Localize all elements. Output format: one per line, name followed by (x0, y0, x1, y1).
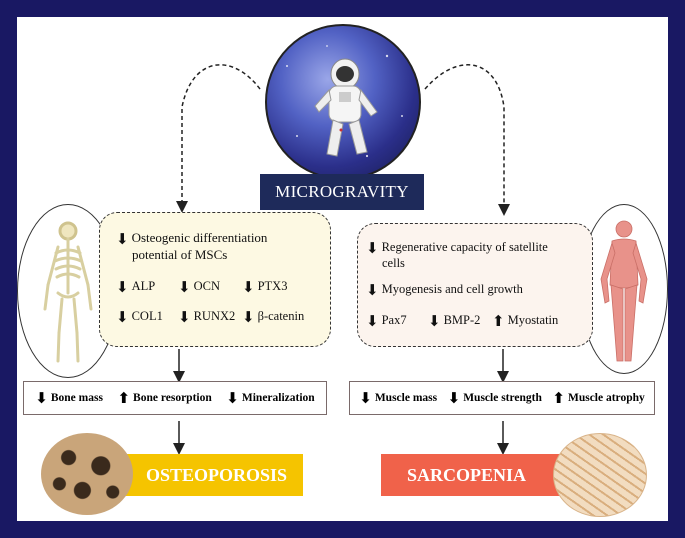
astronaut-image (265, 24, 421, 180)
down-arrow-icon: ⬇ (116, 308, 129, 326)
muscle-markers-row: ⬇Pax7 ⬇BMP-2 ⬆Myostatin (366, 313, 558, 329)
muscle-panel-line2: cells (382, 256, 405, 270)
sarcopenia-box: SARCOPENIA (381, 454, 571, 496)
muscle-effects-box: ⬇Muscle mass ⬇Muscle strength ⬆Muscle at… (349, 381, 655, 415)
skeleton-image (17, 204, 119, 378)
down-arrow-icon: ⬇ (359, 388, 372, 407)
down-arrow-icon: ⬇ (428, 312, 441, 330)
right-dashed-arc (424, 64, 510, 216)
connector-lines (173, 64, 510, 455)
effect-muscle-mass: ⬇Muscle mass (359, 388, 438, 407)
down-arrow-icon: ⬇ (178, 278, 191, 296)
muscle-panel-line3: Myogenesis and cell growth (381, 282, 523, 296)
bone-effects-box: ⬇Bone mass ⬆Bone resorption ⬇Mineralizat… (23, 381, 327, 415)
down-arrow-icon: ⬇ (447, 388, 461, 407)
down-arrow-icon: ⬇ (366, 312, 379, 330)
up-arrow-icon: ⬆ (492, 312, 505, 330)
astronaut-figure (314, 58, 378, 157)
down-arrow-icon: ⬇ (35, 388, 48, 407)
bone-panel-line2: potential of MSCs (132, 247, 228, 262)
bone-panel-line1: Osteogenic differentiation (131, 230, 268, 245)
effect-muscle-strength: ⬇Muscle strength (447, 388, 542, 407)
marker-myostatin: ⬆Myostatin (492, 312, 559, 330)
muscle-figure-image (580, 204, 668, 374)
diagram-canvas: MICROGRAVITY ⬇Osteogenic differentiat (17, 17, 668, 521)
bone-markers-row1: ⬇ALP ⬇OCN ⬇PTX3 (116, 279, 287, 295)
down-arrow-icon: ⬇ (178, 308, 191, 326)
marker-runx2: ⬇RUNX2 (178, 308, 236, 326)
muscle-tissue-image (553, 433, 647, 517)
muscle-signaling-panel: ⬇Regenerative capacity of satellite cell… (357, 223, 593, 347)
microgravity-box: MICROGRAVITY (260, 174, 424, 210)
effect-bone-mass: ⬇Bone mass (35, 388, 103, 407)
down-arrow-icon: ⬇ (242, 278, 255, 296)
marker-bmp2: ⬇BMP-2 (428, 312, 481, 330)
osteoporosis-box: OSTEOPOROSIS (105, 454, 303, 496)
down-arrow-icon: ⬇ (116, 230, 129, 248)
bone-signaling-panel: ⬇Osteogenic differentiation potential of… (99, 212, 331, 347)
up-arrow-icon: ⬆ (117, 388, 131, 407)
bone-markers-row2: ⬇COL1 ⬇RUNX2 ⬇β-catenin (116, 309, 304, 325)
down-arrow-icon: ⬇ (116, 278, 129, 296)
left-dashed-arc (176, 64, 261, 213)
down-arrow-icon: ⬇ (226, 388, 239, 407)
muscle-panel-line1: Regenerative capacity of satellite (381, 240, 548, 254)
marker-pax7: ⬇Pax7 (366, 312, 407, 330)
down-arrow-icon: ⬇ (366, 239, 379, 257)
effect-mineralization: ⬇Mineralization (226, 388, 315, 407)
sarcopenia-label: SARCOPENIA (407, 464, 527, 485)
marker-alp: ⬇ALP (116, 278, 156, 296)
osteoporosis-label: OSTEOPOROSIS (145, 464, 287, 485)
marker-col1: ⬇COL1 (116, 308, 163, 326)
marker-ocn: ⬇OCN (178, 278, 220, 296)
effect-bone-resorption: ⬆Bone resorption (117, 388, 212, 407)
bone-tissue-image (41, 433, 133, 515)
down-arrow-icon: ⬇ (366, 281, 379, 299)
marker-beta-catenin: ⬇β-catenin (242, 308, 305, 326)
marker-ptx3: ⬇PTX3 (242, 278, 288, 296)
up-arrow-icon: ⬆ (552, 388, 565, 407)
effect-muscle-atrophy: ⬆Muscle atrophy (552, 388, 645, 407)
microgravity-label: MICROGRAVITY (275, 182, 409, 201)
down-arrow-icon: ⬇ (242, 308, 255, 326)
